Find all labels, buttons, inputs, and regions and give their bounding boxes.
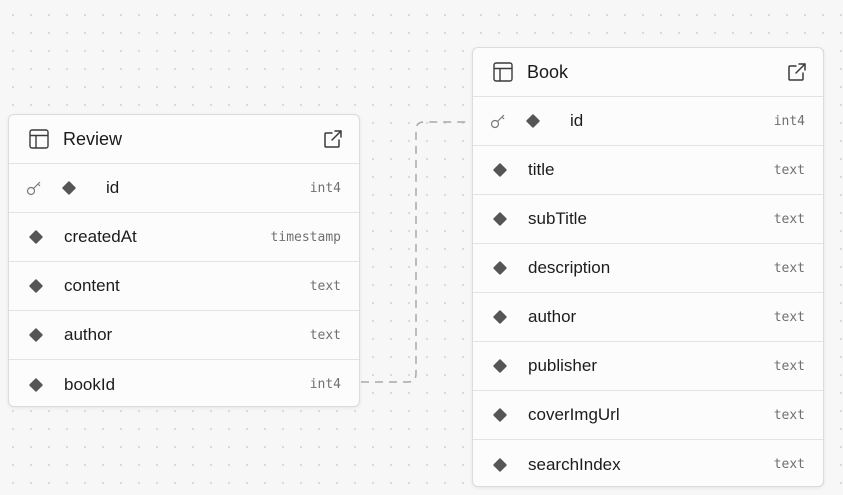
book-field-coverImgUrl[interactable]: coverImgUrl text (473, 391, 823, 440)
diamond-icon (28, 278, 44, 294)
book-field-subTitle[interactable]: subTitle text (473, 195, 823, 244)
review-table-title: Review (63, 128, 123, 149)
field-type: text (773, 211, 805, 227)
table-icon (493, 62, 513, 82)
book-field-author[interactable]: author text (473, 293, 823, 342)
field-name: description (528, 258, 611, 277)
diamond-icon (492, 457, 508, 472)
field-name: coverImgUrl (528, 405, 620, 424)
field-name: createdAt (64, 227, 137, 246)
field-type: int4 (309, 377, 341, 392)
key-icon (490, 113, 508, 129)
field-name: id (570, 111, 584, 130)
field-name: title (528, 160, 555, 179)
field-name: id (106, 178, 120, 197)
review-field-id[interactable]: id int4 (9, 164, 359, 213)
field-type: timestamp (270, 229, 341, 245)
field-type: text (773, 309, 805, 325)
book-table-header: Book (473, 48, 823, 97)
field-name: author (64, 325, 113, 344)
key-icon (26, 180, 44, 196)
book-field-description[interactable]: description text (473, 244, 823, 293)
field-name: author (528, 307, 577, 326)
external-link-icon[interactable] (787, 62, 807, 82)
field-type: text (773, 162, 805, 178)
diamond-icon (492, 211, 508, 227)
field-name: content (64, 276, 120, 295)
table-icon (29, 129, 49, 149)
review-table-card[interactable]: Review id int4 createdAt timestamp conte… (8, 114, 360, 407)
book-table-card[interactable]: Book id int4 title text subTitle text de… (472, 47, 824, 487)
field-type: text (773, 407, 805, 423)
book-field-searchIndex[interactable]: searchIndex text (473, 440, 823, 486)
book-field-title[interactable]: title text (473, 146, 823, 195)
diamond-icon (492, 358, 508, 374)
field-name: searchIndex (528, 454, 621, 474)
field-type: int4 (309, 180, 341, 196)
field-name: subTitle (528, 209, 587, 228)
diamond-icon (492, 407, 508, 423)
diamond-icon (28, 327, 44, 343)
book-table-title: Book (527, 61, 569, 82)
review-table-header: Review (9, 115, 359, 164)
diamond-icon (492, 260, 508, 276)
field-name: publisher (528, 356, 597, 375)
field-type: text (309, 278, 341, 294)
diamond-icon (28, 229, 44, 245)
diamond-icon (61, 180, 77, 196)
diamond-icon (492, 309, 508, 325)
book-field-id[interactable]: id int4 (473, 97, 823, 146)
field-name: bookId (64, 374, 116, 394)
field-type: text (773, 260, 805, 276)
external-link-icon[interactable] (323, 129, 343, 149)
diamond-icon (28, 377, 44, 392)
field-type: text (773, 358, 805, 374)
field-type: text (309, 327, 341, 343)
review-field-bookId[interactable]: bookId int4 (9, 360, 359, 406)
diamond-icon (492, 162, 508, 178)
review-field-content[interactable]: content text (9, 262, 359, 311)
review-field-createdAt[interactable]: createdAt timestamp (9, 213, 359, 262)
field-type: text (773, 457, 805, 472)
field-type: int4 (773, 113, 805, 129)
book-field-publisher[interactable]: publisher text (473, 342, 823, 391)
diamond-icon (525, 113, 541, 129)
review-field-author[interactable]: author text (9, 311, 359, 360)
